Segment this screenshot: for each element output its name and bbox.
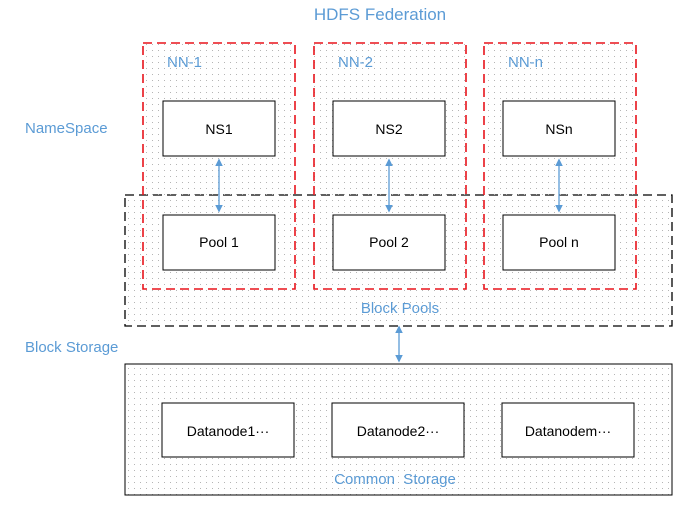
namenode-group-2: NN-2 NS2 Pool 2 [313,42,467,290]
datanode-box [331,402,465,458]
block-storage-label: Block Storage [25,339,118,356]
datanode-box [501,402,635,458]
block-pools-label: Block Pools [361,300,439,317]
namespace-box [162,100,276,157]
pool-box [332,214,446,271]
datanode-label: Datanode1··· [187,423,270,439]
datanode-label: Datanode2··· [357,423,440,439]
namespace-box-label: NS1 [205,121,232,137]
pool-box-label: Pool 2 [369,234,409,250]
datanode-box [161,402,295,458]
namenode-label: NN-2 [338,54,373,71]
common-storage-label: Common Storage [334,471,456,488]
namespace-box [332,100,446,157]
pool-box-label: Pool n [539,234,579,250]
namespace-box [502,100,616,157]
pool-box [162,214,276,271]
pool-box [502,214,616,271]
diagram-title: HDFS Federation [314,5,446,24]
datanode-label: Datanodem··· [525,423,611,439]
namespace-box-label: NSn [545,121,572,137]
namespace-label: NameSpace [25,120,108,137]
pool-box-label: Pool 1 [199,234,239,250]
namenode-group-n: NN-n NSn Pool n [483,42,637,290]
namenode-label: NN-n [508,54,543,71]
namenode-group-1: NN-1 NS1 Pool 1 [142,42,296,290]
namenode-label: NN-1 [167,54,202,71]
namespace-box-label: NS2 [375,121,402,137]
